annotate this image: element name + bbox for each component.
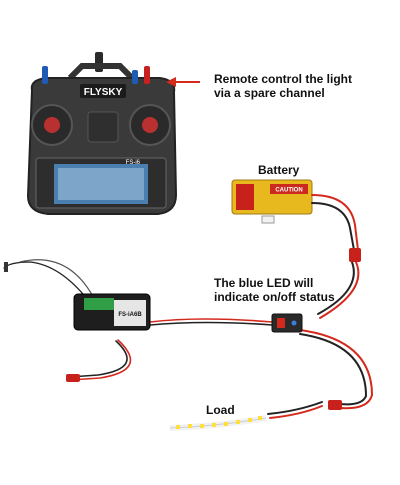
lcd-content [58, 168, 144, 200]
left-stick [44, 117, 60, 133]
load-annotation: Load [206, 403, 235, 417]
led-annotation-line1: The blue LED will [214, 276, 314, 290]
remote-annotation-line2: via a spare channel [214, 86, 325, 100]
remote-annotation: Remote control the light via a spare cha… [214, 72, 352, 100]
receiver-label-green [84, 298, 114, 310]
brand-plate [80, 84, 126, 98]
switch-left [42, 66, 48, 84]
status-led [291, 320, 297, 326]
led-switch-module [271, 313, 303, 333]
battery-connector [349, 248, 361, 262]
battery: CAUTION [231, 179, 313, 224]
center-buttons [87, 111, 119, 143]
battery-annotation: Battery [258, 163, 300, 177]
caution-text: CAUTION [275, 188, 302, 194]
led-chip [176, 425, 180, 429]
carry-handle [67, 63, 135, 81]
switch-right-2 [132, 70, 138, 84]
led-chip [212, 423, 216, 427]
receiver-connector [66, 374, 80, 382]
switch-module-red-label [277, 318, 285, 328]
model-text: FS-i6 [126, 160, 141, 166]
pointer-arrow [166, 77, 200, 87]
remote-annotation-line1: Remote control the light [214, 72, 352, 86]
led-annotation-line2: indicate on/off status [214, 290, 335, 304]
wires [3, 194, 374, 419]
led-annotation: The blue LED will indicate on/off status [214, 276, 335, 304]
receiver: FS-iA6B [73, 293, 151, 331]
right-stick [142, 117, 158, 133]
led-chip [200, 424, 204, 428]
battery-label-red [236, 184, 254, 210]
balance-plug [261, 215, 275, 224]
led-chip [236, 420, 240, 424]
led-chip [258, 416, 262, 420]
load-connector [328, 400, 342, 410]
led-chip [188, 424, 192, 428]
switch-module-body [271, 313, 303, 333]
brand-text: FLYSKY [84, 87, 123, 98]
switch-right [144, 66, 150, 84]
led-chip [224, 422, 228, 426]
led-strip [169, 415, 267, 431]
receiver-model-text: FS-iA6B [118, 312, 142, 318]
antenna-tip [4, 262, 8, 272]
receiver-label [114, 300, 146, 326]
transmitter: FLYSKY FS-i6 [26, 52, 178, 215]
caution-label [270, 184, 308, 194]
led-chip [248, 418, 252, 422]
